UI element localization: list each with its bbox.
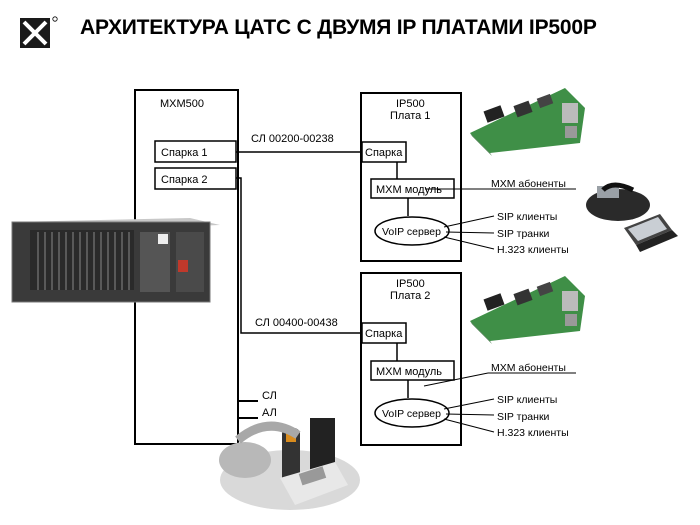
board-spark-label: Спарка	[365, 147, 403, 159]
sip-trunks-label: SIP транки	[497, 411, 550, 423]
ip500-board-1: IP500 Плата 1 Спарка МХМ модуль VoIP сер…	[360, 92, 576, 262]
subscribers-label: МХМ абоненты	[491, 362, 566, 374]
desk-phones-image	[219, 418, 360, 510]
board-voip-label: VoIP сервер	[382, 226, 441, 238]
ip-phone-laptop-image	[586, 182, 678, 252]
al-line-label: АЛ	[262, 407, 277, 419]
spark1-label: Спарка 1	[161, 147, 207, 159]
cl-line-label: СЛ	[262, 390, 277, 402]
sip-clients-label: SIP клиенты	[497, 394, 557, 406]
h323-clients-label: H.323 клиенты	[497, 427, 569, 439]
link-lower	[236, 177, 362, 334]
pcb-board-image	[470, 88, 585, 156]
rack-chassis-image	[11, 218, 220, 303]
subscribers-label: МХМ абоненты	[491, 178, 566, 190]
board-title: IP500	[396, 278, 425, 290]
mxm500-label: МХМ500	[160, 98, 204, 110]
board-subtitle: Плата 1	[390, 110, 430, 122]
spark2-label: Спарка 2	[161, 174, 207, 186]
ip500-board-2: IP500 Плата 2 Спарка МХМ модуль VoIP сер…	[360, 272, 576, 446]
board-title: IP500	[396, 98, 425, 110]
board-spark-label: Спарка	[365, 328, 403, 340]
board-module-label: МХМ модуль	[376, 184, 442, 196]
page-title: АРХИТЕКТУРА ЦАТС С ДВУМЯ IP ПЛАТАМИ IP50…	[80, 16, 597, 39]
link-lower-label: СЛ 00400-00438	[255, 317, 338, 329]
board-voip-label: VoIP сервер	[382, 408, 441, 420]
link-upper-label: СЛ 00200-00238	[251, 133, 334, 145]
sip-clients-label: SIP клиенты	[497, 211, 557, 223]
sip-trunks-label: SIP транки	[497, 228, 550, 240]
board-subtitle: Плата 2	[390, 290, 430, 302]
mxm-logo-icon	[20, 16, 58, 48]
board-module-label: МХМ модуль	[376, 366, 442, 378]
pcb-board-image	[470, 276, 585, 344]
h323-clients-label: H.323 клиенты	[497, 244, 569, 256]
